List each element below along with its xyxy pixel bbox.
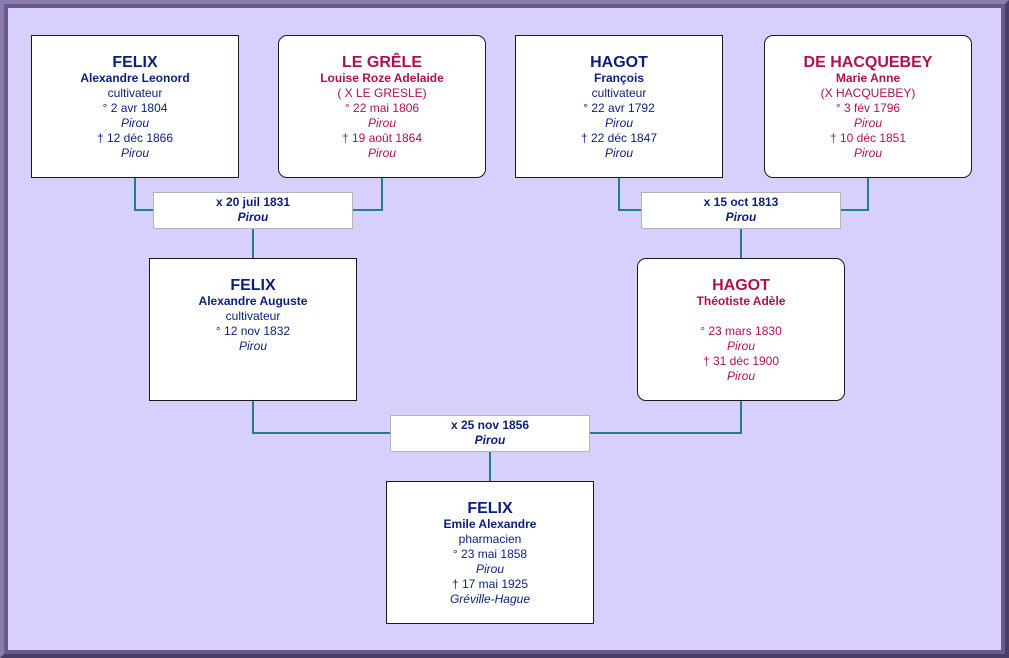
connector-line	[618, 177, 641, 211]
birth-date: ° 23 mars 1830	[700, 324, 782, 338]
birth-place: Pirou	[475, 562, 504, 576]
marriage-date: x 15 oct 1813	[703, 195, 779, 209]
birth-place: Pirou	[853, 116, 882, 130]
death-place: Pirou	[367, 146, 396, 160]
death-date: † 31 déc 1900	[702, 354, 780, 368]
given-name: Alexandre Leonord	[80, 71, 190, 85]
given-name: Marie Anne	[835, 71, 901, 85]
surname: FELIX	[230, 277, 276, 294]
person-card-mother[interactable]: HAGOT Théotiste Adèle ° 23 mars 1830 Pir…	[637, 258, 845, 401]
given-name: Louise Roze Adelaide	[320, 71, 444, 85]
death-place: Pirou	[853, 146, 882, 160]
alias: (X HACQUEBEY)	[820, 86, 916, 100]
person-card-father[interactable]: FELIX Alexandre Auguste cultivateur ° 12…	[149, 258, 357, 401]
birth-date: ° 12 nov 1832	[215, 324, 291, 338]
occupation: cultivateur	[591, 86, 647, 100]
birth-date: ° 22 mai 1806	[344, 101, 420, 115]
birth-date: ° 23 mai 1858	[452, 547, 528, 561]
death-date: † 17 mai 1925	[451, 577, 529, 591]
death-place: Pirou	[726, 369, 755, 383]
connector-line	[353, 177, 383, 211]
person-card-paternal-grandmother[interactable]: LE GRÊLE Louise Roze Adelaide ( X LE GRE…	[278, 35, 486, 178]
given-name: François	[593, 71, 644, 85]
death-date: † 10 déc 1851	[829, 131, 907, 145]
birth-date: ° 2 avr 1804	[102, 101, 168, 115]
marriage-box-paternal[interactable]: x 20 juil 1831 Pirou	[153, 192, 353, 229]
death-place: Gréville-Hague	[449, 592, 531, 606]
occupation: pharmacien	[458, 532, 522, 546]
connector-line	[252, 400, 390, 434]
given-name: Emile Alexandre	[443, 517, 537, 531]
connector-line	[590, 400, 742, 434]
connector-line	[134, 177, 153, 211]
given-name: Théotiste Adèle	[696, 294, 786, 308]
birth-date: ° 3 fév 1796	[835, 101, 901, 115]
surname: HAGOT	[590, 54, 648, 71]
birth-place: Pirou	[120, 116, 149, 130]
marriage-place: Pirou	[474, 433, 506, 447]
surname: FELIX	[467, 500, 513, 517]
birth-date: ° 22 avr 1792	[583, 101, 655, 115]
person-card-maternal-grandmother[interactable]: DE HACQUEBEY Marie Anne (X HACQUEBEY) ° …	[764, 35, 972, 178]
person-card-subject[interactable]: FELIX Emile Alexandre pharmacien ° 23 ma…	[386, 481, 594, 624]
occupation: cultivateur	[107, 86, 163, 100]
marriage-place: Pirou	[237, 210, 269, 224]
marriage-box-maternal[interactable]: x 15 oct 1813 Pirou	[641, 192, 841, 229]
occupation: cultivateur	[225, 309, 281, 323]
person-card-maternal-grandfather[interactable]: HAGOT François cultivateur ° 22 avr 1792…	[515, 35, 723, 178]
marriage-box-parents[interactable]: x 25 nov 1856 Pirou	[390, 415, 590, 452]
connector-line	[841, 177, 869, 211]
death-place: Pirou	[604, 146, 633, 160]
person-card-paternal-grandfather[interactable]: FELIX Alexandre Leonord cultivateur ° 2 …	[31, 35, 239, 178]
birth-place: Pirou	[238, 339, 267, 353]
marriage-date: x 20 juil 1831	[215, 195, 291, 209]
death-date: † 19 août 1864	[341, 131, 423, 145]
birth-place: Pirou	[726, 339, 755, 353]
surname: HAGOT	[712, 277, 770, 294]
given-name: Alexandre Auguste	[198, 294, 308, 308]
surname: FELIX	[112, 54, 158, 71]
surname: DE HACQUEBEY	[803, 54, 933, 71]
alias: ( X LE GRESLE)	[337, 86, 427, 100]
spacer	[638, 309, 844, 324]
birth-place: Pirou	[367, 116, 396, 130]
death-date: † 22 déc 1847	[580, 131, 658, 145]
marriage-date: x 25 nov 1856	[450, 418, 530, 432]
death-place: Pirou	[120, 146, 149, 160]
death-date: † 12 déc 1866	[96, 131, 174, 145]
surname: LE GRÊLE	[341, 54, 422, 71]
birth-place: Pirou	[604, 116, 633, 130]
marriage-place: Pirou	[725, 210, 757, 224]
